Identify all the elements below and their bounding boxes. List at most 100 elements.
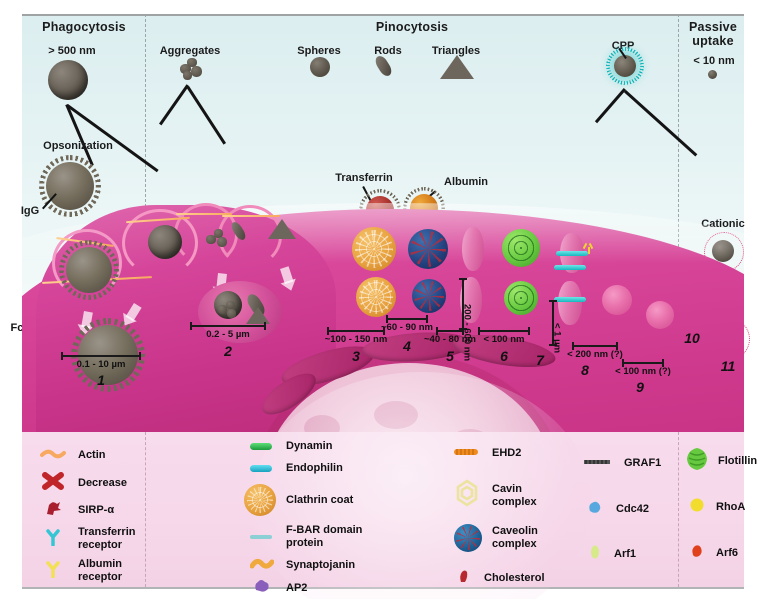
endophilin-ring-1 (556, 251, 588, 256)
legend-label-dynamin: Dynamin (286, 440, 333, 452)
legend-item-arf6: Arf6 (688, 542, 738, 565)
clic-geec-tubule-1 (462, 227, 484, 271)
arf1-vesicle (602, 285, 632, 315)
legend-item-cholesterol: Cholesterol (456, 568, 545, 589)
legend-divider-left (145, 432, 146, 587)
legend-item-ehd2: EHD2 (452, 444, 521, 462)
legend-label-actin: Actin (78, 448, 106, 461)
legend-label-ap2: AP2 (286, 582, 308, 594)
legend-label-rhoa: RhoA (716, 501, 746, 513)
scalebar-5-vertical-text: 200 - 600 nm (461, 304, 473, 362)
cdc42-icon (586, 498, 604, 521)
pathway-number-3: 3 (352, 348, 360, 364)
tiny-sphere-particle (708, 70, 717, 79)
legend-label-graf1: GRAF1 (624, 456, 662, 469)
arf1-icon (588, 544, 602, 565)
label-triangles: Triangles (431, 45, 481, 57)
label-passive-size: < 10 nm (693, 55, 735, 67)
scalebar-5-text: ~40 - 80 nm (423, 334, 477, 345)
label-albumin: Albumin (444, 176, 488, 188)
clathrin-coated-pit (352, 227, 396, 271)
label-rods: Rods (374, 45, 402, 57)
rhoa-vesicle (646, 301, 674, 329)
legend-item-sirp-alpha: SIRP-α (40, 500, 114, 521)
legend-label-cholesterol: Cholesterol (484, 572, 545, 584)
clathrin-coat-icon (244, 484, 276, 516)
legend-label-endophilin: Endophilin (286, 462, 343, 474)
legend-item-arf1: Arf1 (588, 544, 636, 565)
legend-item-f-bar: F-BAR domain protein (250, 524, 362, 550)
legend-label-sirp-alpha: SIRP-α (78, 504, 115, 516)
legend-label-albumin-receptor: Albumin receptor (78, 558, 123, 583)
legend-label-synaptojanin: Synaptojanin (286, 558, 356, 571)
opsonized-particle-engulfed (66, 247, 112, 293)
legend-item-graf1: GRAF1 (582, 454, 661, 472)
legend-label-arf1: Arf1 (614, 548, 637, 560)
panel-title-passive-uptake: Passive uptake (689, 20, 737, 48)
label-igg: IgG (20, 205, 40, 217)
legend-item-synaptojanin: Synaptojanin (249, 556, 356, 574)
flotillin-pit (502, 229, 540, 267)
legend-column-1: Actin Decrease SIRP-α Transferrin recept… (40, 432, 200, 587)
rhoa-icon (688, 496, 706, 519)
legend-label-flotillin: Flotillin (718, 455, 758, 467)
legend-label-arf6: Arf6 (716, 547, 739, 559)
caveola-pit (408, 229, 448, 269)
cavin-complex-icon (452, 478, 482, 513)
macropinosome-triangle (246, 307, 270, 324)
legend-column-3: EHD2 Cavin complex Caveolin complex Chol… (452, 432, 602, 587)
legend-item-albumin-receptor: Albumin receptor (40, 558, 122, 584)
legend-label-transferrin-receptor: Transferrin receptor (78, 526, 136, 551)
legend-item-rhoa: RhoA (688, 496, 745, 519)
clic-geec-tubule-2 (460, 277, 482, 323)
pathway-number-10: 10 (684, 330, 700, 346)
legend-column-2: Dynamin Endophilin Clathrin coat F-BAR d… (244, 432, 430, 594)
legend-label-f-bar: F-BAR domain protein (286, 524, 363, 549)
panel-title-pinocytosis: Pinocytosis (375, 20, 449, 34)
label-opsonization: Opsonization (43, 140, 113, 152)
caveolin-complex-icon (454, 524, 482, 552)
legend-item-caveolin: Caveolin complex (454, 524, 538, 552)
scalebar-9-text: < 100 nm (?) (615, 366, 671, 377)
ehd2-icon (452, 444, 480, 462)
f-bar-domain-icon (250, 535, 272, 539)
scalebar-6-text: < 100 nm (483, 334, 525, 345)
actin-filament-icon (40, 446, 66, 464)
legend-item-endophilin: Endophilin (250, 462, 343, 475)
pathway-number-9: 9 (636, 379, 644, 395)
legend-divider-right (678, 432, 679, 587)
actin-filament-3 (222, 215, 280, 217)
scalebar-1-text: 0.1 - 10 µm (76, 359, 126, 370)
legend-label-clathrin-coat: Clathrin coat (286, 493, 354, 506)
legend-label-decrease: Decrease (78, 477, 127, 489)
label-aggregates: Aggregates (159, 45, 221, 57)
actin-filament-2 (176, 213, 232, 215)
flotillin-icon (684, 446, 710, 477)
arf6-icon (688, 542, 706, 565)
dynamin-icon (250, 443, 272, 450)
graf1-icon (582, 454, 612, 472)
legend-item-cavin: Cavin complex (452, 478, 537, 513)
legend-column-5: Flotillin RhoA Arf6 (684, 432, 765, 587)
aggregate-particle (178, 58, 204, 82)
ap2-icon (252, 578, 272, 599)
scalebar-2-text: 0.2 - 5 µm (206, 329, 250, 340)
endophilin-ring-3 (554, 265, 586, 270)
endophilin-icon (250, 465, 272, 472)
feme-tubule-2 (558, 281, 582, 325)
legend-item-transferrin-receptor: Transferrin receptor (40, 526, 135, 552)
pathway-number-7: 7 (536, 352, 544, 368)
legend-item-clathrin-coat: Clathrin coat (244, 484, 353, 516)
legend-item-dynamin: Dynamin (250, 440, 332, 453)
panel-title-phagocytosis: Phagocytosis (42, 20, 126, 34)
scalebar-7-vertical-text: < 1 µm (551, 323, 563, 354)
sirp-alpha-icon (40, 500, 66, 521)
engulfed-sphere-1 (148, 225, 182, 259)
clathrin-coated-vesicle (356, 277, 396, 317)
cholesterol-icon (456, 568, 472, 589)
pathway-number-2: 2 (224, 343, 232, 359)
pathway-number-5: 5 (446, 348, 454, 364)
opsonized-particle (46, 162, 94, 210)
legend-column-4: GRAF1 Cdc42 Arf1 (582, 432, 692, 587)
